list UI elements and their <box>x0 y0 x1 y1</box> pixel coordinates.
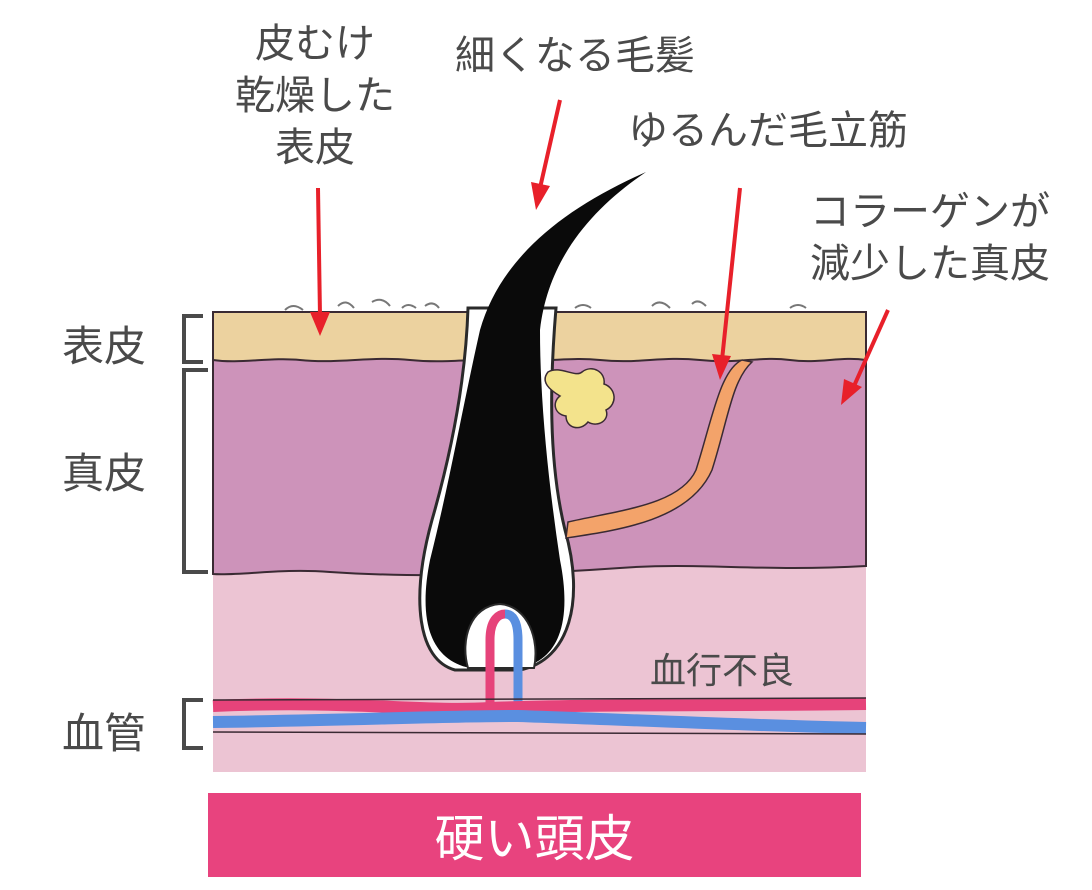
sebaceous-gland <box>544 368 615 429</box>
loose-arrector-muscle <box>565 359 754 539</box>
peeling-epidermis-label: 皮むけ 乾燥した 表皮 <box>220 18 410 174</box>
blood-vessel-layer-label: 血管 <box>62 709 147 758</box>
collagen-dermis-line-1: コラーゲンが <box>810 189 1050 235</box>
hard-scalp-banner-text: 硬い頭皮 <box>434 810 635 868</box>
collagen-dermis-label: コラーゲンが 減少した真皮 <box>790 186 1070 290</box>
vein-vessel <box>212 709 867 734</box>
epidermis-bracket <box>182 314 203 364</box>
capillary-loop-vein <box>504 609 523 712</box>
thinning-hair-label: 細くなる毛髪 <box>455 33 695 79</box>
artery-vessel <box>212 698 867 715</box>
collagen-dermis-line-2: 減少した真皮 <box>810 241 1050 287</box>
epidermis-layer-label: 表皮 <box>62 322 147 371</box>
annotation-arrows <box>310 99 890 405</box>
dermis-layer-label: 真皮 <box>62 449 147 498</box>
vessel-bracket <box>182 698 203 750</box>
peeling-epidermis-line-3: 表皮 <box>275 125 355 171</box>
thinning-hair-strand <box>425 172 646 668</box>
capillary-loop-artery <box>485 609 506 710</box>
skin-flakes <box>284 298 807 311</box>
dermis-bracket <box>182 368 208 574</box>
hard-scalp-banner: 硬い頭皮 <box>208 793 861 877</box>
peeling-epidermis-line-2: 乾燥した <box>235 73 395 119</box>
loose-muscle-label: ゆるんだ毛立筋 <box>628 108 908 154</box>
peeling-epidermis-line-1: 皮むけ <box>255 21 375 67</box>
poor-circulation-label: 血行不良 <box>650 651 795 692</box>
